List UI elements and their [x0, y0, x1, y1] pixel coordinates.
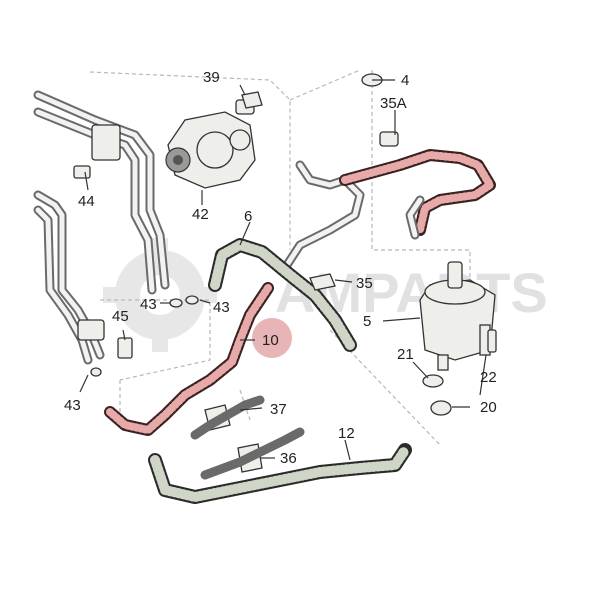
clamp-20 — [430, 400, 452, 416]
callout-37: 37 — [270, 401, 287, 418]
bolt-44 — [73, 165, 91, 179]
bolt-35a — [379, 131, 399, 147]
steering-pump — [165, 99, 256, 189]
return-hose-12 — [148, 443, 412, 504]
clip-43-b — [185, 295, 199, 305]
small-parts — [73, 73, 497, 480]
bolt-45 — [117, 337, 133, 359]
callout-5: 5 — [363, 313, 371, 330]
callout-labels: 4 35A 39 42 44 6 35 5 43 43 45 10 21 22 … — [64, 69, 497, 467]
callout-4: 4 — [401, 72, 409, 89]
return-hose-6 — [208, 238, 357, 352]
clip-39 — [241, 91, 263, 109]
callout-12: 12 — [338, 425, 355, 442]
callout-20: 20 — [480, 399, 497, 416]
callout-42: 42 — [192, 206, 209, 223]
pressure-line-upper — [280, 149, 496, 273]
callout-43-bottom: 43 — [64, 397, 81, 414]
callout-35a: 35A — [380, 95, 407, 112]
clip-43-c — [90, 367, 102, 377]
callout-44: 44 — [78, 193, 95, 210]
fluid-reservoir — [419, 261, 496, 371]
highlighted-hose-10 — [104, 282, 274, 436]
watermark: AMPARTS — [103, 238, 548, 352]
clamp-21 — [422, 374, 444, 388]
clip-43-a — [169, 298, 183, 308]
callout-43-right: 43 — [213, 299, 230, 316]
cooler-pipes — [33, 90, 170, 365]
callout-39: 39 — [203, 69, 220, 86]
callout-35: 35 — [356, 275, 373, 292]
callout-22: 22 — [480, 369, 497, 386]
callout-43-left: 43 — [140, 296, 157, 313]
callout-10: 10 — [262, 332, 279, 349]
callout-21: 21 — [397, 346, 414, 363]
callout-36: 36 — [280, 450, 297, 467]
leader-lines — [79, 79, 487, 461]
callout-45: 45 — [112, 308, 129, 325]
bolt-22 — [487, 329, 497, 353]
callout-6: 6 — [244, 208, 252, 225]
bolt-35 — [309, 273, 336, 291]
highlight-marker — [252, 318, 292, 358]
